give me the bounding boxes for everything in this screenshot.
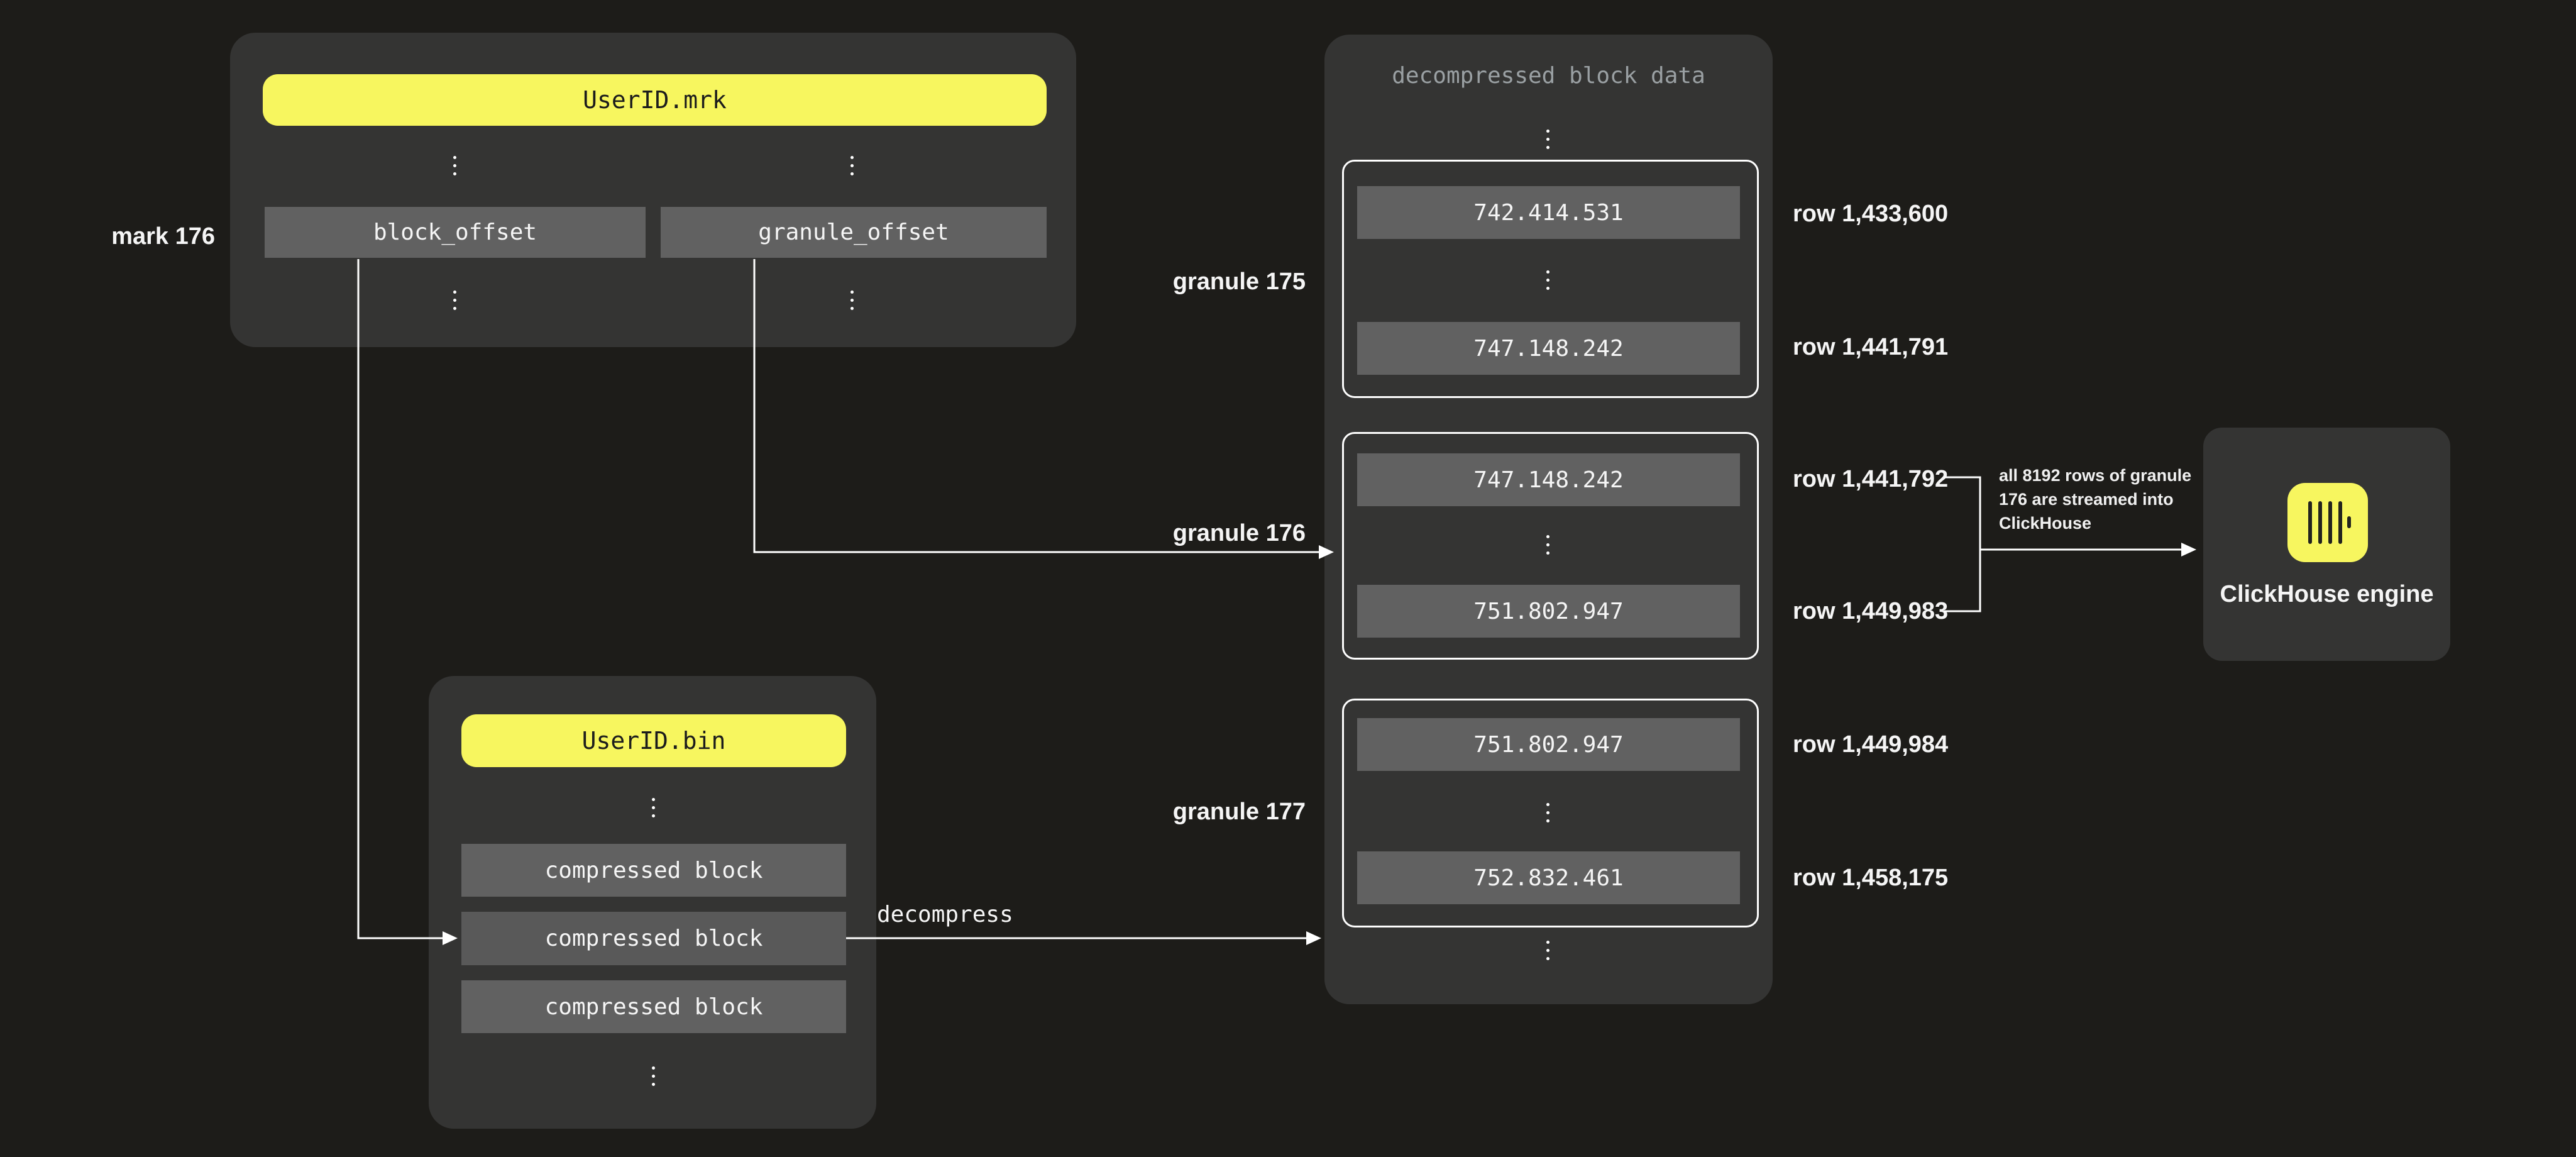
clickhouse-engine-label: ClickHouse engine	[2220, 581, 2434, 607]
logo-bar	[2308, 501, 2312, 544]
compressed-block-label: compressed block	[544, 926, 763, 951]
compressed-block-label: compressed block	[544, 857, 763, 883]
value-label: 747.148.242	[1473, 467, 1624, 493]
logo-bar	[2338, 501, 2342, 544]
field-block-offset: block_offset	[265, 207, 646, 258]
mark-label: mark 176	[111, 223, 215, 250]
dot	[1546, 279, 1549, 282]
row-range-bracket	[1944, 476, 1981, 612]
logo-bar	[2328, 501, 2332, 544]
granule-175-start-value: 742.414.531	[1357, 186, 1740, 239]
ellipsis-icon	[652, 1066, 655, 1086]
row-label-1441792: row 1,441,792	[1793, 466, 1949, 492]
granule-175-end-value: 747.148.242	[1357, 322, 1740, 375]
dot	[1546, 543, 1549, 546]
mrk-file-title: UserID.mrk	[583, 86, 727, 114]
dot	[652, 1075, 655, 1078]
ellipsis-icon	[453, 291, 456, 310]
compressed-block-3: compressed block	[461, 980, 846, 1033]
arrowhead-icon	[2181, 543, 2196, 556]
ellipsis-icon	[1546, 270, 1549, 290]
dot	[1546, 957, 1549, 960]
compressed-block-label: compressed block	[544, 994, 763, 1020]
row-label-1458175: row 1,458,175	[1793, 865, 1949, 891]
dot	[850, 291, 854, 294]
dot	[850, 299, 854, 302]
ellipsis-icon	[453, 156, 456, 175]
dot	[850, 156, 854, 159]
dot	[1546, 941, 1549, 944]
dot	[453, 291, 456, 294]
dot	[850, 172, 854, 175]
ellipsis-icon	[850, 156, 854, 175]
dot	[1546, 287, 1549, 290]
dot	[453, 164, 456, 167]
granule-176-box	[1342, 432, 1759, 660]
decompress-label: decompress	[877, 902, 1013, 927]
dot	[1546, 811, 1549, 814]
granule-175-box	[1342, 160, 1759, 398]
granule-175-label: granule 175	[1172, 268, 1306, 295]
dot	[453, 156, 456, 159]
stream-annotation: all 8192 rows of granule 176 are streame…	[1999, 466, 2192, 533]
dot	[1546, 819, 1549, 822]
clickhouse-logo-icon	[2287, 483, 2368, 562]
row-label-1433600: row 1,433,600	[1793, 201, 1949, 227]
dot	[1546, 270, 1549, 274]
bin-file-header: UserID.bin	[461, 714, 846, 767]
granule-177-label: granule 177	[1172, 799, 1306, 825]
row-label-1441791: row 1,441,791	[1793, 334, 1949, 360]
dot	[453, 307, 456, 310]
dot	[850, 164, 854, 167]
dot	[1546, 146, 1549, 149]
granule-176-start-value: 747.148.242	[1357, 453, 1740, 506]
dot	[1546, 949, 1549, 952]
ellipsis-icon	[1546, 130, 1549, 149]
dot	[652, 1066, 655, 1070]
value-label: 742.414.531	[1473, 199, 1624, 226]
dot	[453, 299, 456, 302]
ellipsis-icon	[1546, 803, 1549, 822]
value-label: 752.832.461	[1473, 865, 1624, 891]
dot	[1546, 138, 1549, 141]
dot	[652, 814, 655, 817]
granule-177-end-value: 752.832.461	[1357, 851, 1740, 904]
dot	[1546, 535, 1549, 538]
bin-file-title: UserID.bin	[581, 727, 726, 755]
ellipsis-icon	[1546, 535, 1549, 555]
decompressed-panel-title: decompressed block data	[1392, 63, 1705, 89]
dot	[1546, 130, 1549, 133]
compressed-block-1: compressed block	[461, 844, 846, 897]
logo-bar-short	[2347, 516, 2351, 528]
value-label: 751.802.947	[1473, 598, 1624, 624]
field-granule-offset: granule_offset	[661, 207, 1047, 258]
dot	[1546, 803, 1549, 806]
value-label: 751.802.947	[1473, 731, 1624, 758]
row-label-1449984: row 1,449,984	[1793, 731, 1949, 758]
dot	[652, 806, 655, 809]
ellipsis-icon	[652, 798, 655, 817]
field-block-offset-label: block_offset	[373, 219, 537, 245]
ellipsis-icon	[850, 291, 854, 310]
dot	[652, 798, 655, 801]
dot	[652, 1083, 655, 1086]
granule-176-end-value: 751.802.947	[1357, 585, 1740, 638]
arrowhead-icon	[1306, 931, 1321, 945]
ellipsis-icon	[1546, 941, 1549, 960]
granule-177-box	[1342, 699, 1759, 927]
dot	[850, 307, 854, 310]
mrk-file-header: UserID.mrk	[263, 74, 1047, 126]
granule-176-label: granule 176	[1172, 520, 1306, 546]
logo-bar	[2318, 501, 2322, 544]
field-granule-offset-label: granule_offset	[758, 219, 949, 245]
granule-177-start-value: 751.802.947	[1357, 718, 1740, 771]
dot	[1546, 551, 1549, 555]
dot	[453, 172, 456, 175]
row-label-1449983: row 1,449,983	[1793, 598, 1949, 624]
value-label: 747.148.242	[1473, 335, 1624, 362]
compressed-block-2-target: compressed block	[461, 912, 846, 965]
